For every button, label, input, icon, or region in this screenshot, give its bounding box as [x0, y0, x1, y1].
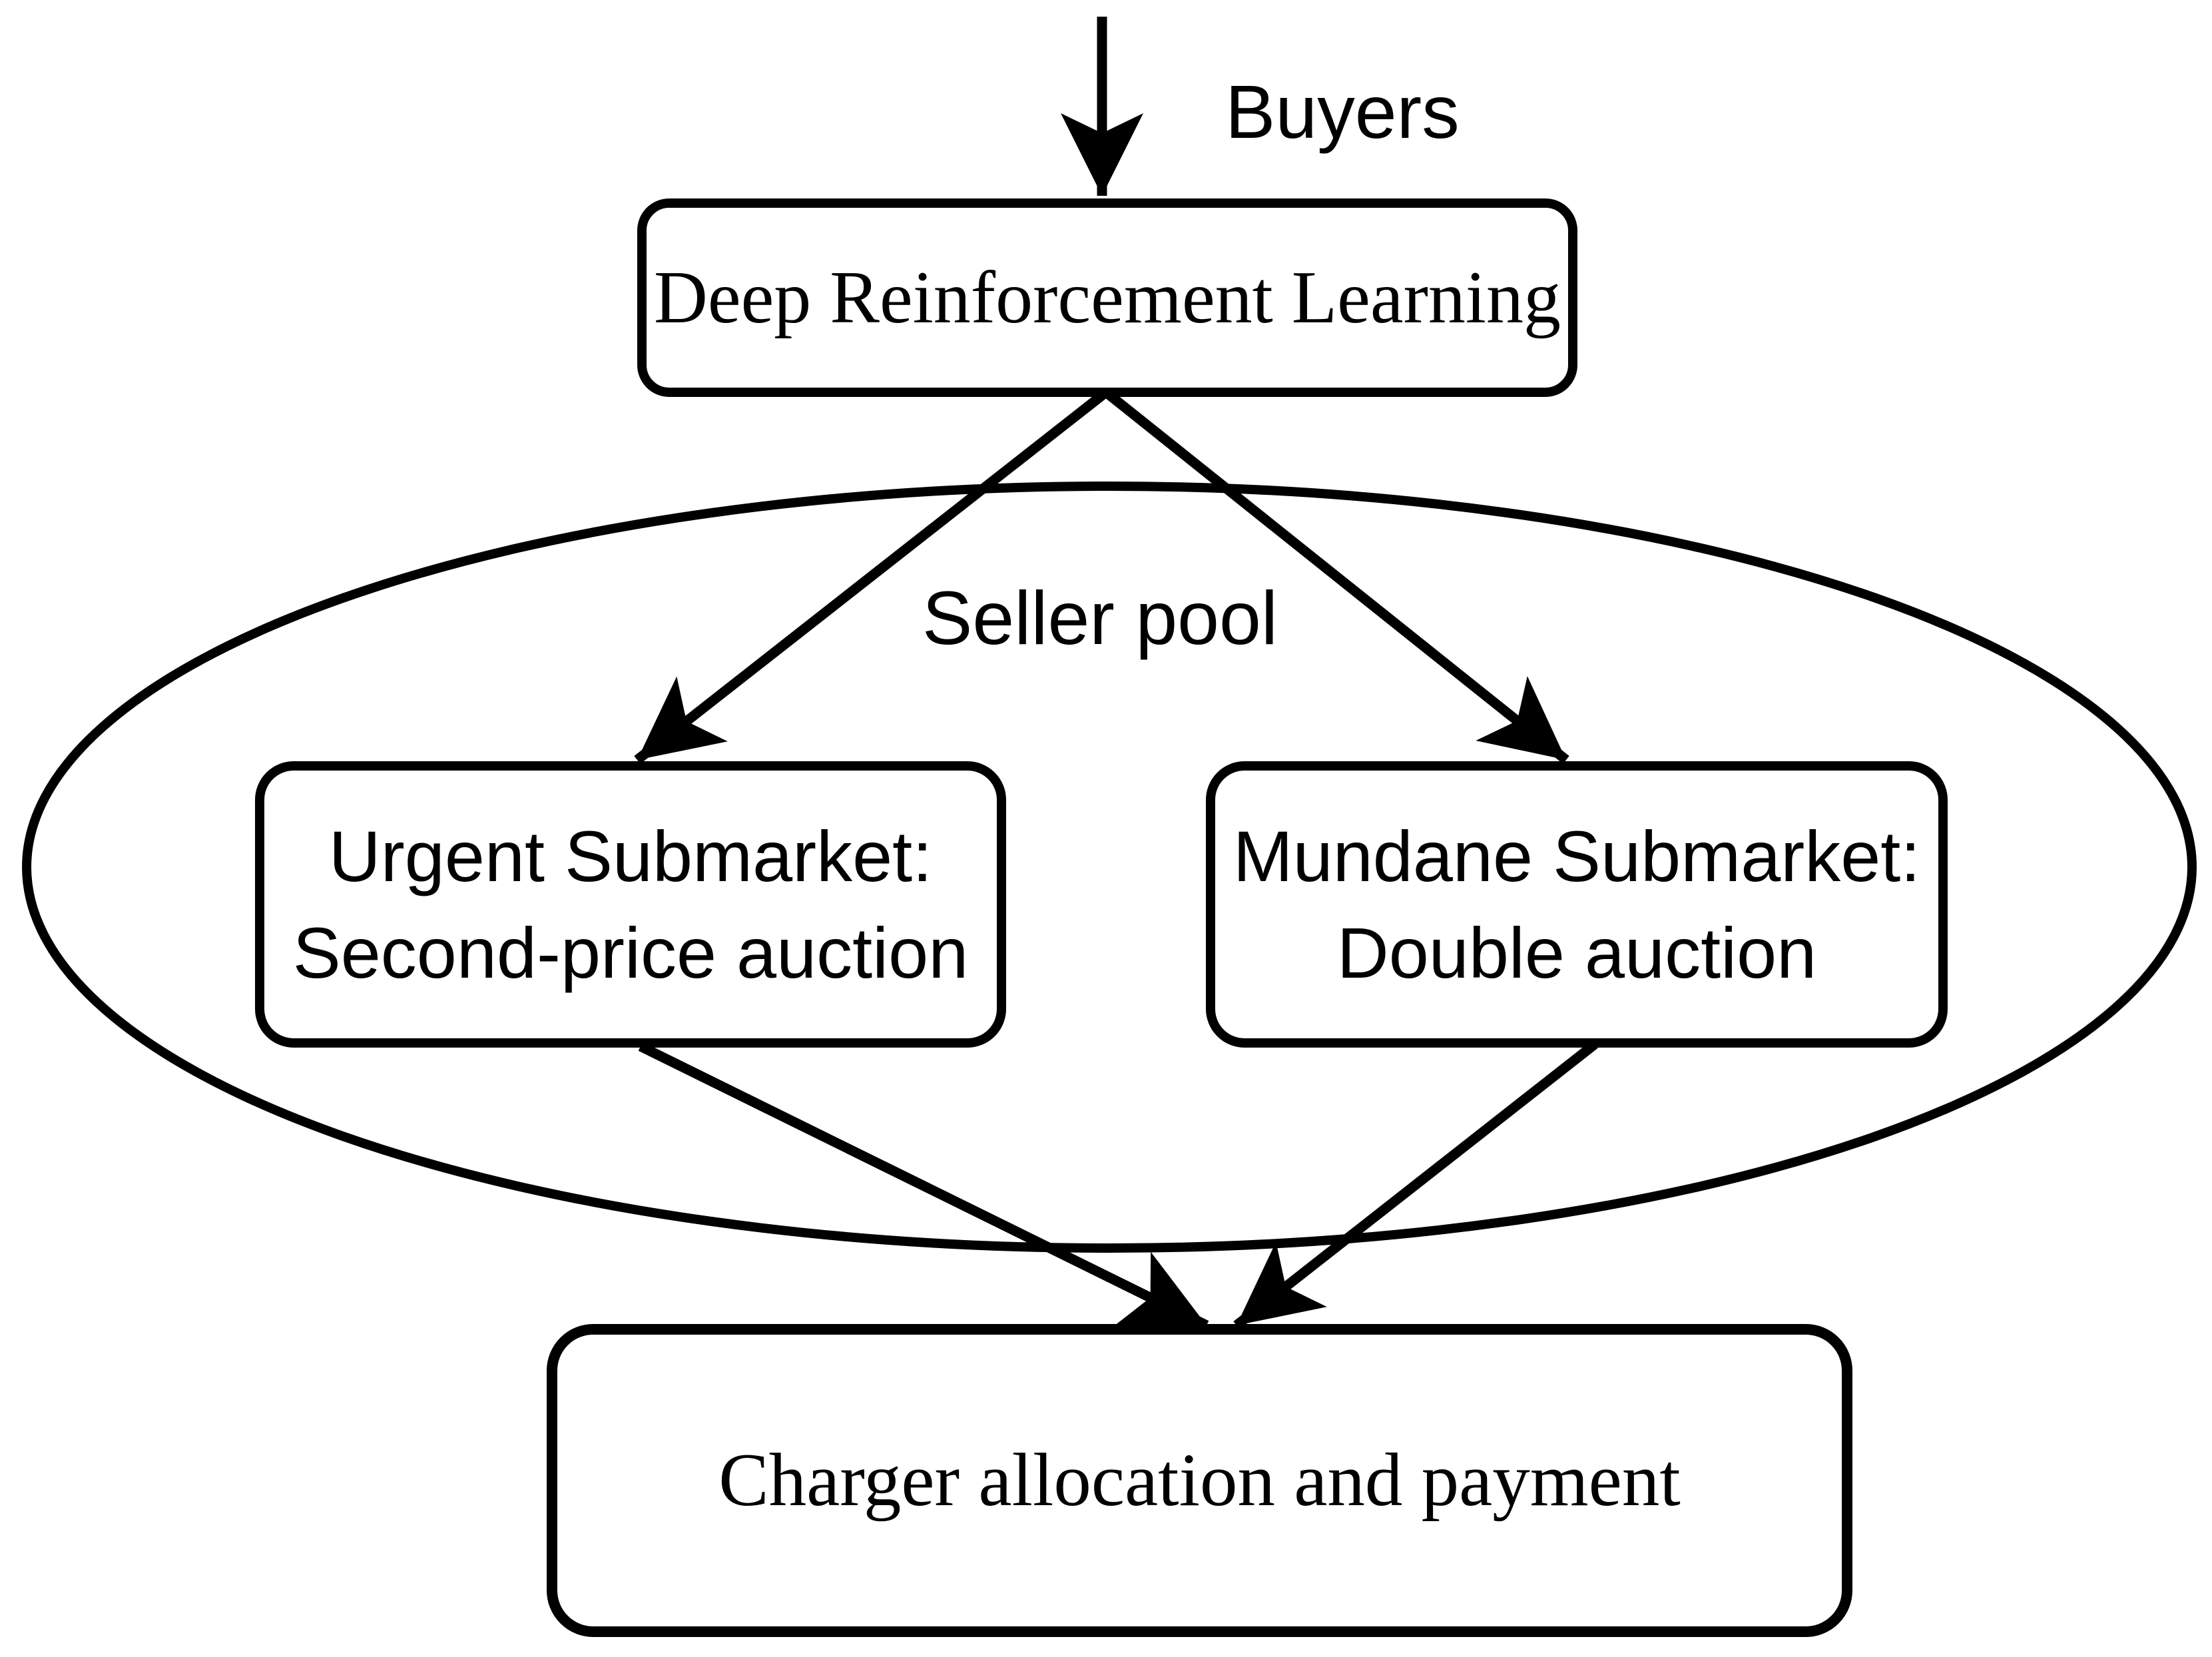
node-deep-reinforcement-learning: Deep Reinforcement Learning	[637, 198, 1577, 397]
node-urgent-submarket: Urgent Submarket: Second-price auction	[255, 761, 1006, 1048]
seller-pool-ellipse	[22, 482, 2197, 1253]
node-mundane-line2: Double auction	[1336, 912, 1817, 993]
edge-drl-to-mundane	[1103, 388, 1569, 764]
node-mundane-submarket: Mundane Submarket: Double auction	[1206, 761, 1948, 1048]
node-urgent-line1: Urgent Submarket:	[328, 816, 933, 896]
edge-mundane-to-allocation	[1233, 1040, 1598, 1329]
node-mundane-line1: Mundane Submarket:	[1233, 816, 1921, 896]
node-drl-label: Deep Reinforcement Learning	[653, 256, 1561, 339]
node-allocation-label: Charger allocation and payment	[718, 1439, 1681, 1522]
edge-drl-to-urgent	[634, 388, 1109, 764]
edge-urgent-to-allocation	[638, 1042, 1209, 1330]
buyers-label: Buyers	[1225, 70, 1460, 154]
seller-pool-label: Seller pool	[922, 576, 1278, 660]
node-charger-allocation: Charger allocation and payment	[547, 1324, 1852, 1637]
node-urgent-line2: Second-price auction	[292, 912, 969, 993]
